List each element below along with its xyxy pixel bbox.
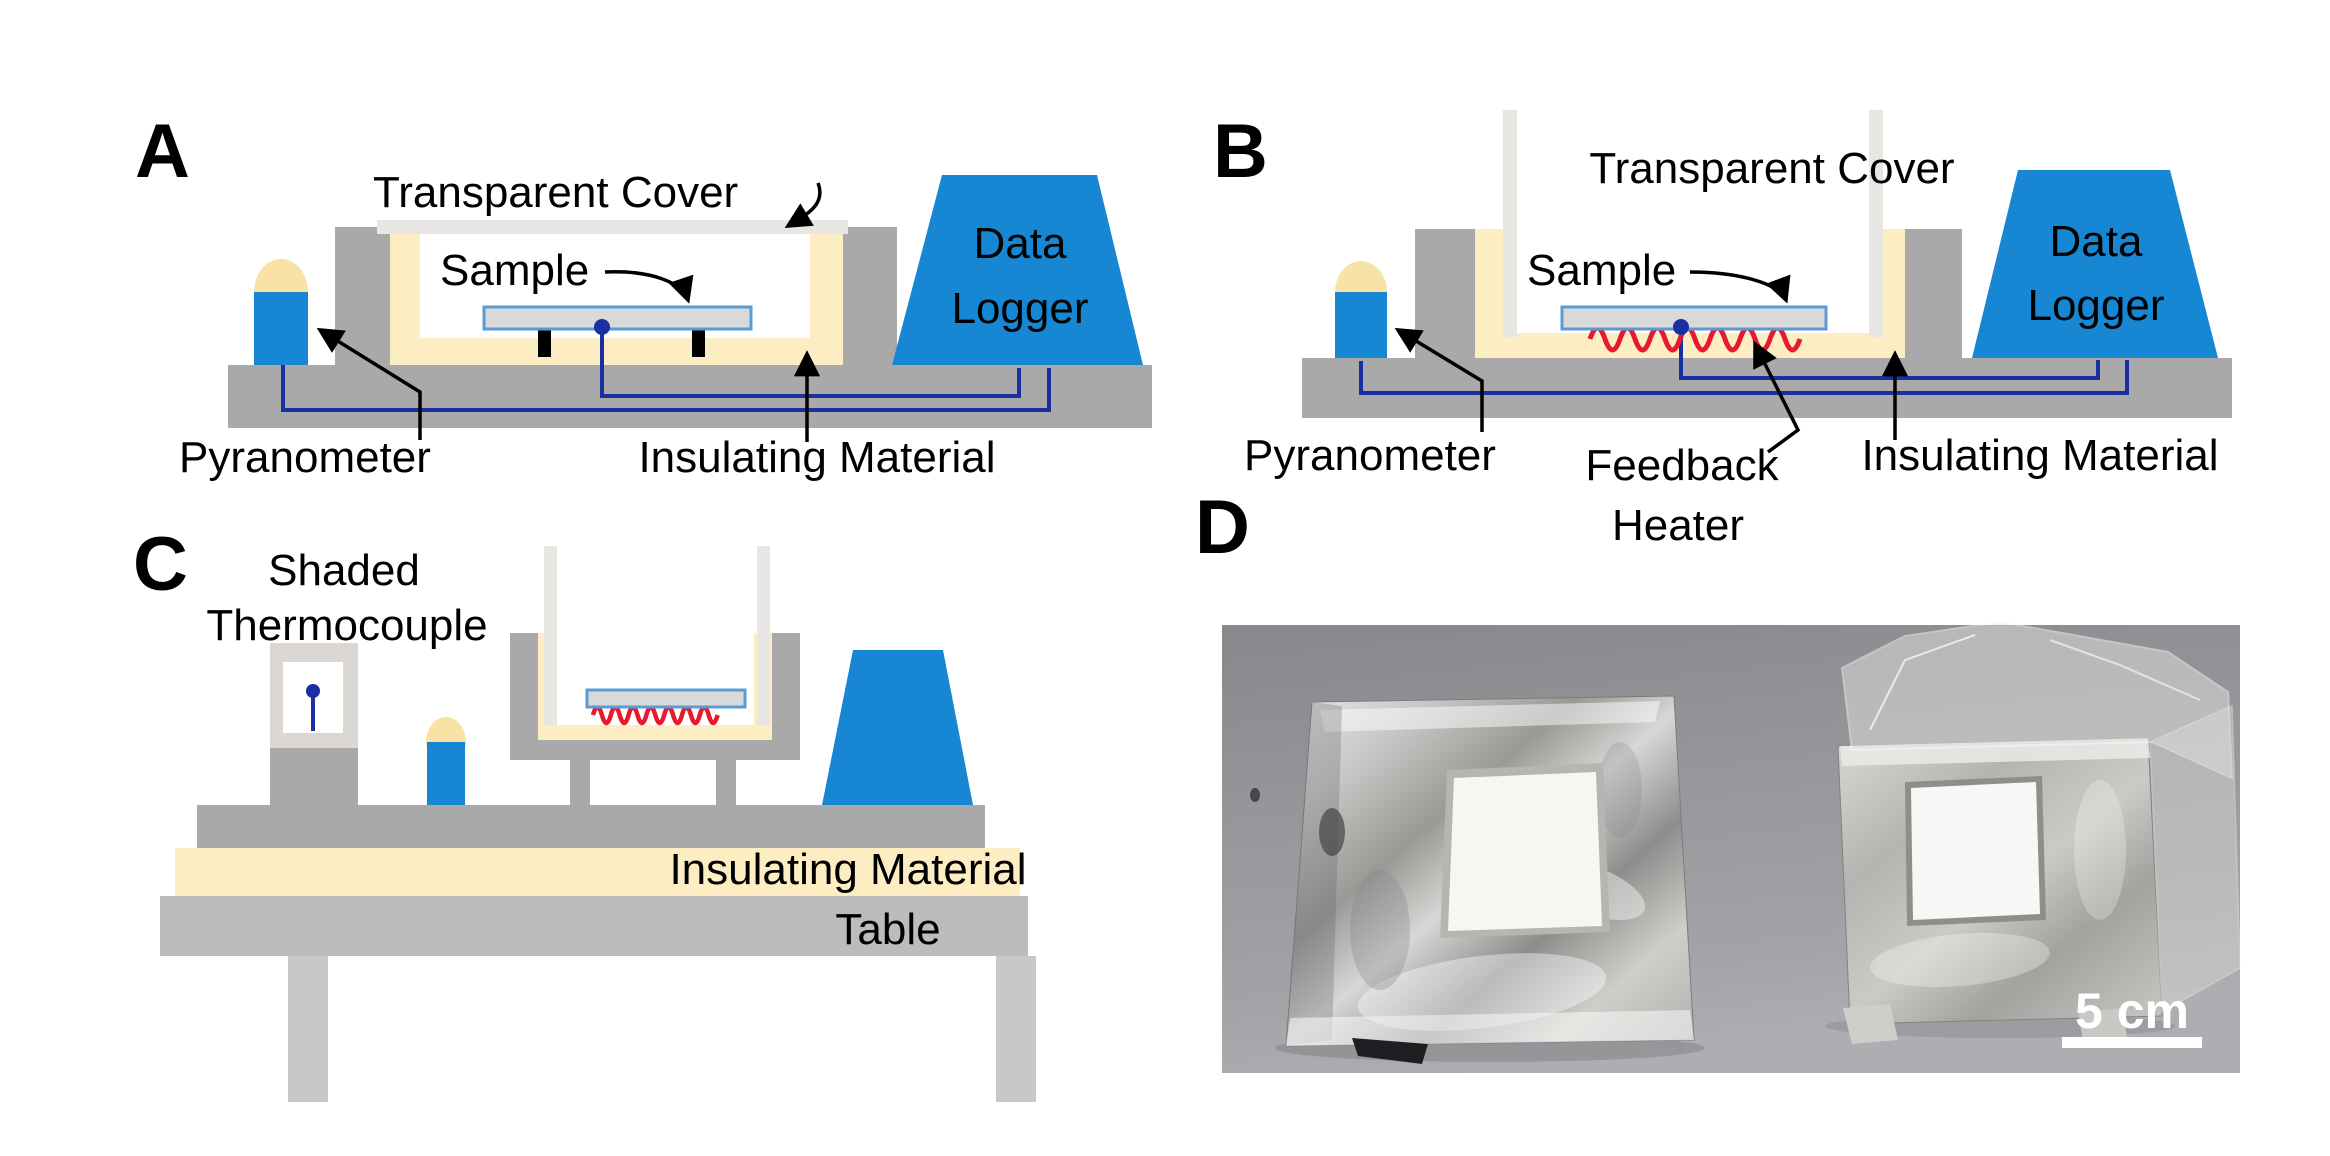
pyranometer-wire bbox=[1359, 360, 2129, 395]
table-top bbox=[160, 896, 1028, 956]
shaded-thermocouple-label-2: Thermocouple bbox=[206, 601, 487, 650]
sample bbox=[482, 305, 753, 331]
photo-speck bbox=[1250, 788, 1260, 802]
panel-a: A Data Logger Transparent Cover Sample P… bbox=[135, 109, 1152, 482]
platform bbox=[197, 805, 985, 848]
transparent-cover-wall-right bbox=[1869, 110, 1883, 337]
transparent-cover-arrow bbox=[784, 182, 822, 229]
enclosure-wall-right bbox=[1905, 229, 1962, 358]
insulating-material-label: Insulating Material bbox=[638, 433, 995, 482]
data-logger bbox=[1972, 170, 2218, 358]
panel-b-letter: B bbox=[1213, 109, 1268, 194]
transparent-cover-wall-right bbox=[757, 546, 770, 725]
sample-leg bbox=[692, 329, 705, 357]
table-leg bbox=[288, 956, 328, 1102]
data-logger-label-1: Data bbox=[974, 219, 1067, 268]
foil-box-left bbox=[1285, 695, 1695, 1064]
panel-a-letter: A bbox=[135, 109, 190, 194]
stand-leg bbox=[716, 758, 736, 805]
pyranometer-wire bbox=[281, 363, 1051, 412]
insulating-layer bbox=[175, 848, 1020, 896]
thermocouple-pedestal bbox=[270, 748, 358, 805]
data-logger-label-1: Data bbox=[2050, 217, 2143, 266]
support-foot bbox=[2078, 1008, 2128, 1046]
panel-c: C Shaded Thermocouple Insulating Materia… bbox=[133, 522, 1036, 1102]
plastic-wrap bbox=[1840, 620, 2241, 1014]
sample-leg bbox=[538, 329, 551, 357]
thermocouple-dot bbox=[594, 319, 610, 335]
sample-label: Sample bbox=[1527, 246, 1676, 295]
sample-wire bbox=[600, 330, 1021, 398]
pyranometer-body bbox=[254, 292, 308, 365]
pyranometer-body bbox=[427, 742, 465, 805]
thermocouple-dot bbox=[1673, 319, 1689, 335]
pyranometer-body bbox=[1335, 292, 1387, 358]
transparent-cover-wall-left bbox=[1503, 110, 1517, 337]
scale-bar-label: 5 cm bbox=[2075, 983, 2189, 1039]
pyranometer-arrow bbox=[1394, 327, 1484, 432]
foil-box-right bbox=[1837, 620, 2241, 1046]
transparent-cover-label: Transparent Cover bbox=[1589, 144, 1954, 193]
sample-arrow bbox=[604, 270, 694, 304]
transparent-cover bbox=[377, 220, 848, 234]
panel-c-letter: C bbox=[133, 522, 188, 607]
panel-d: D bbox=[1195, 485, 2241, 1073]
data-logger-label-2: Logger bbox=[2027, 281, 2164, 330]
pyranometer-label: Pyranometer bbox=[179, 433, 431, 482]
enclosure-wall-left bbox=[1415, 229, 1475, 358]
panel-b: B Data Logger Transparent Cover Sample P… bbox=[1213, 109, 2232, 550]
transparent-cover-wall-left bbox=[544, 546, 557, 725]
data-logger-label-2: Logger bbox=[951, 284, 1088, 333]
sample-wire bbox=[1679, 330, 2100, 380]
pyranometer-label: Pyranometer bbox=[1244, 431, 1496, 480]
panel-d-letter: D bbox=[1195, 485, 1250, 570]
sample-label: Sample bbox=[440, 246, 589, 295]
shaded-thermocouple-label-1: Shaded bbox=[268, 546, 420, 595]
sample-window-right bbox=[1911, 782, 2040, 920]
table-leg bbox=[996, 956, 1036, 1102]
stand-leg bbox=[570, 758, 590, 805]
wire-tab bbox=[1352, 1038, 1428, 1064]
photo-apparatus: 5 cm bbox=[1222, 620, 2241, 1073]
feedback-heater-arrow bbox=[1753, 340, 1801, 454]
insulating-material-label: Insulating Material bbox=[1861, 431, 2218, 480]
feedback-heater-label-1: Feedback bbox=[1585, 441, 1779, 490]
transparent-cover-label: Transparent Cover bbox=[373, 168, 738, 217]
insulating-material-label: Insulating Material bbox=[669, 845, 1026, 894]
plastic-crumple-top bbox=[1840, 620, 2234, 780]
sample-arrow bbox=[1689, 270, 1791, 304]
sample-window-left bbox=[1448, 772, 1602, 931]
feedback-heater-label-2: Heater bbox=[1612, 501, 1744, 550]
plastic-flap-right bbox=[2149, 704, 2241, 1014]
data-logger bbox=[892, 175, 1143, 365]
data-logger bbox=[822, 650, 973, 805]
support-foot bbox=[1843, 1004, 1898, 1044]
scale-bar bbox=[2062, 1037, 2202, 1048]
sample bbox=[1560, 305, 1828, 331]
foil-reflections bbox=[1286, 701, 1694, 1046]
thermocouple-dot bbox=[306, 684, 320, 698]
pyranometer-arrow bbox=[316, 327, 422, 440]
table-label: Table bbox=[835, 905, 940, 954]
sample bbox=[585, 688, 747, 709]
